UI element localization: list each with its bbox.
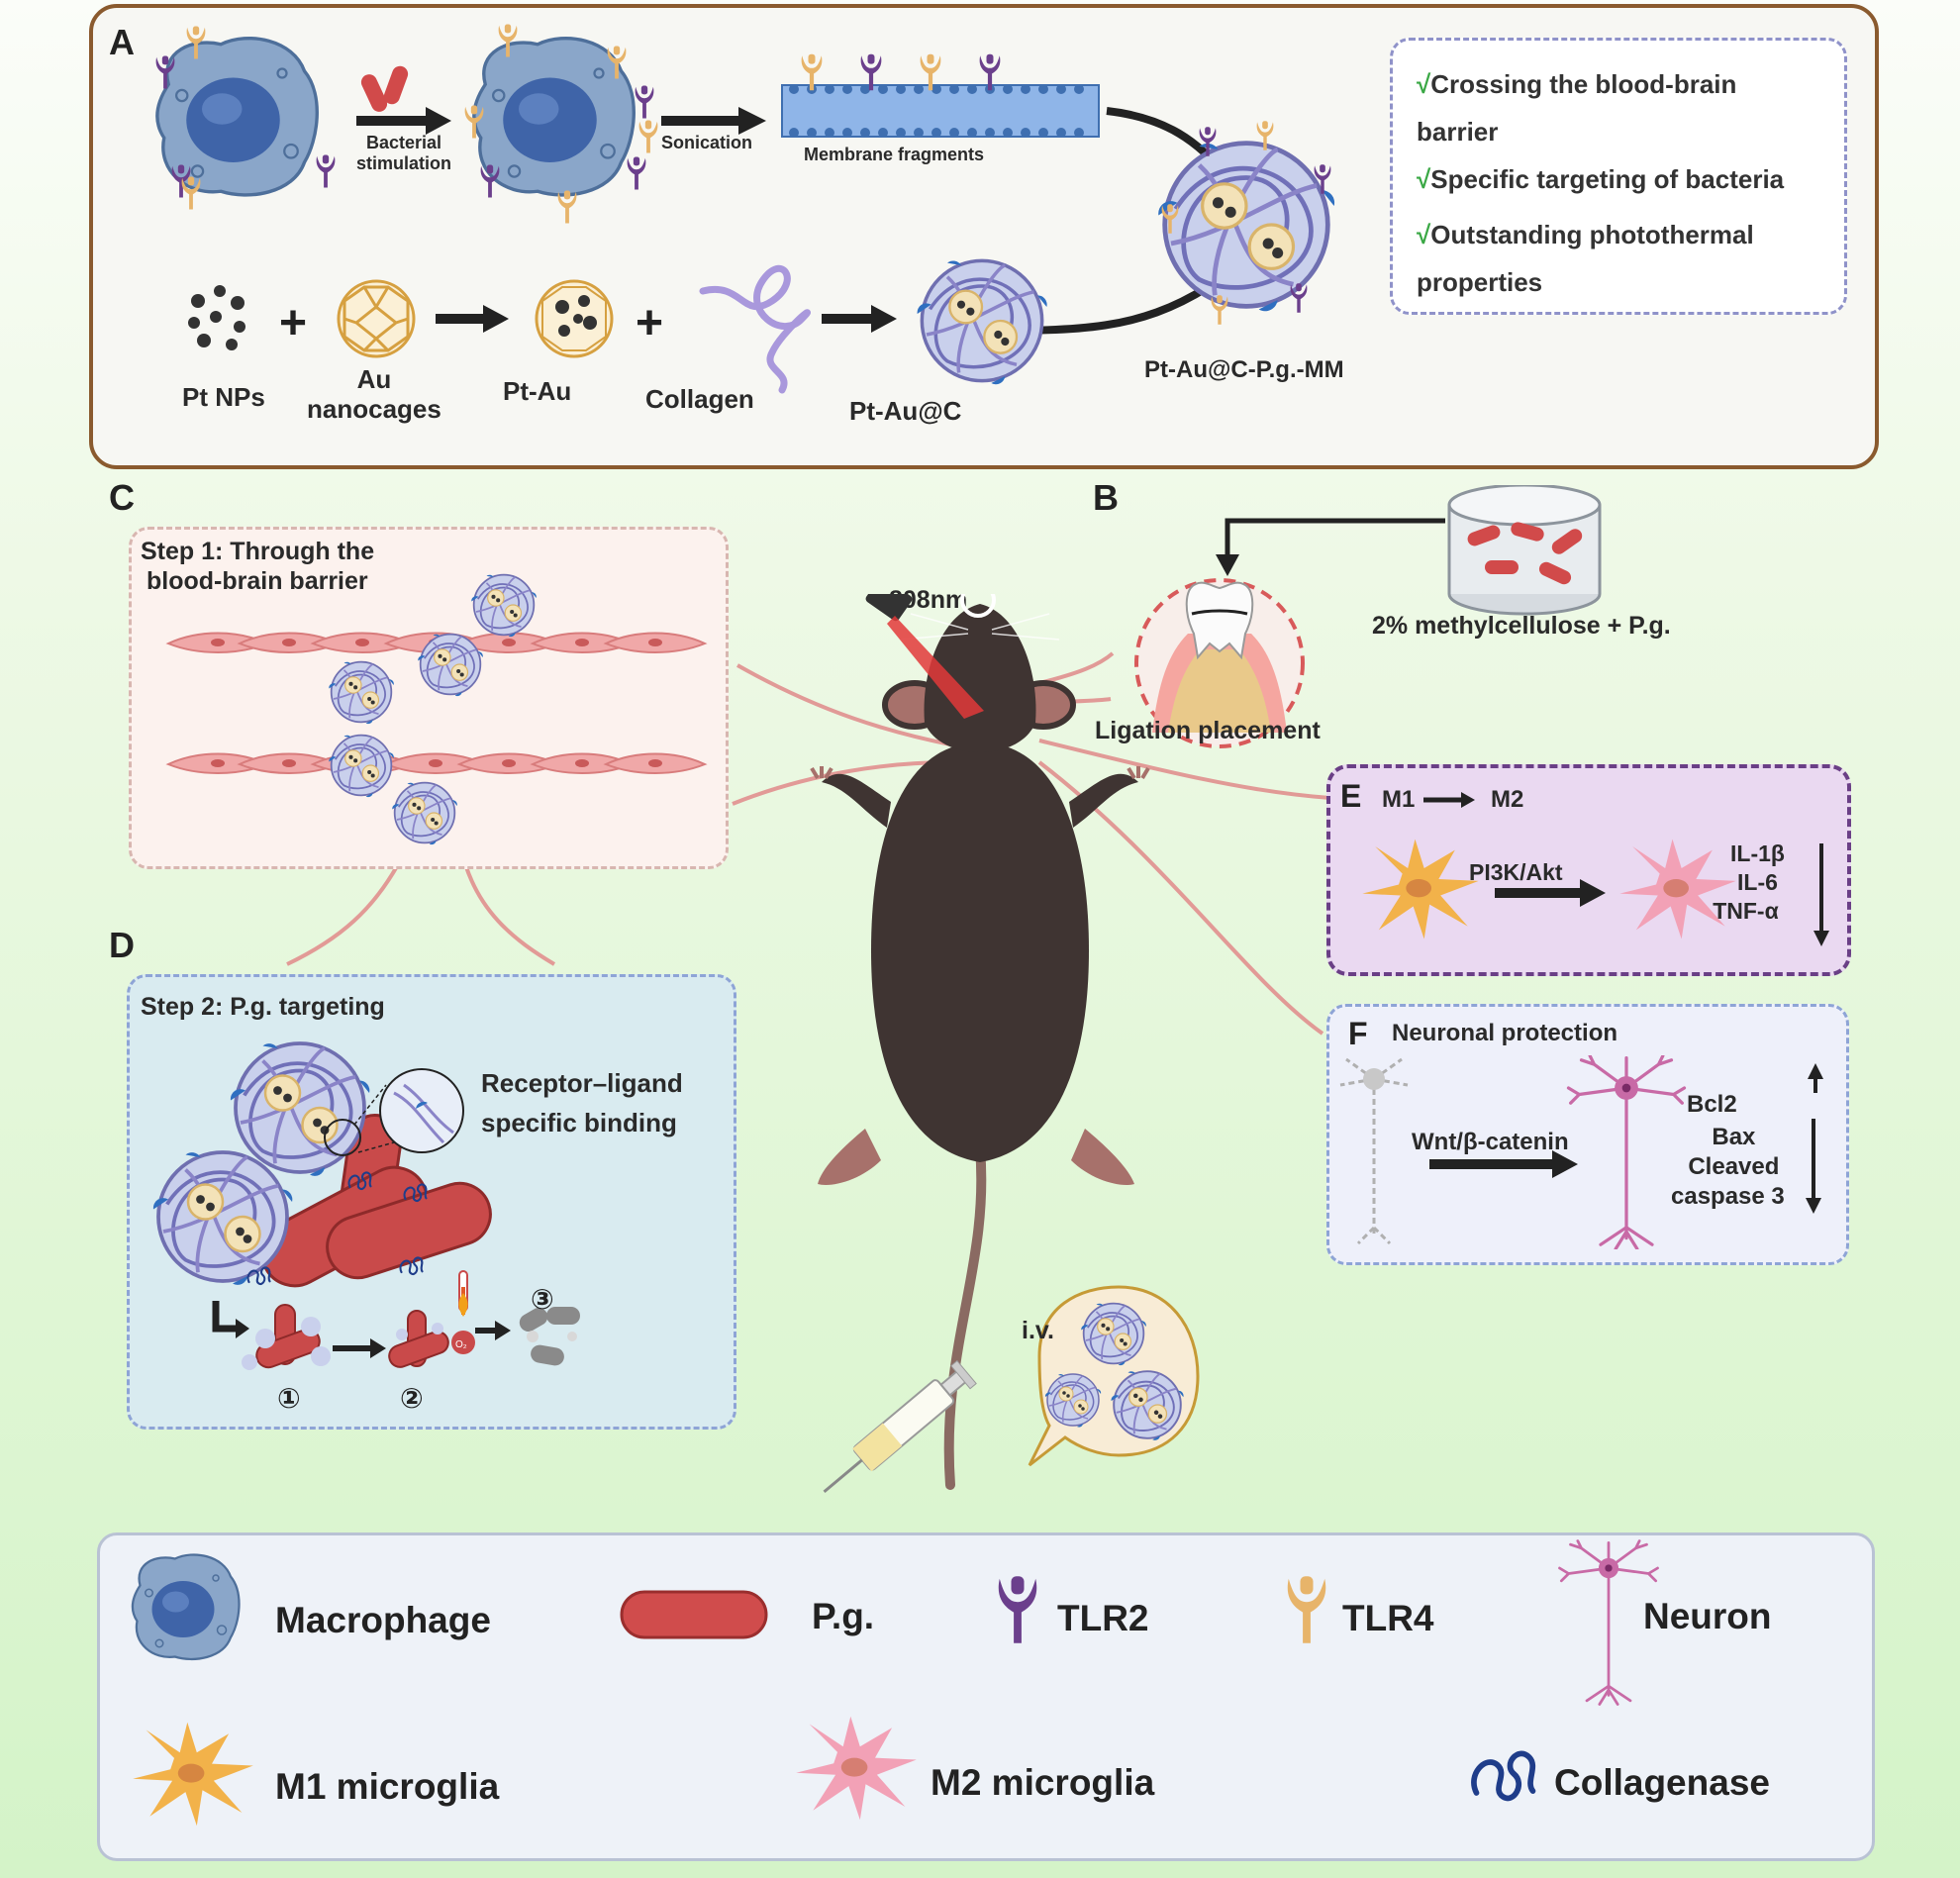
step2-label: Step 2: P.g. targeting [141, 993, 385, 1021]
pt-au-label: Pt-Au [503, 376, 572, 406]
panel-f-box [1326, 1004, 1849, 1265]
legend-m1: M1 microglia [275, 1766, 500, 1807]
legend-m2-icon [796, 1716, 917, 1821]
panel-letter-c: C [109, 477, 135, 518]
plus-2: + [636, 297, 663, 349]
stage-3-label: ③ [531, 1284, 554, 1315]
legend-collagenase: Collagenase [1554, 1762, 1770, 1803]
pi3k-akt-label: PI3K/Akt [1469, 859, 1563, 885]
legend-pg: P.g. [812, 1596, 875, 1636]
property-2: √Specific targeting of bacteria [1417, 164, 1785, 194]
blood-brain-barrier-illustration [165, 573, 708, 846]
mouse-illustration [810, 594, 1200, 1494]
legend-m1-icon [133, 1722, 253, 1827]
product-label: Pt-Au@C-P.g.-MM [1144, 356, 1344, 383]
o2-label: O₂ [455, 1339, 467, 1350]
methylcellulose-label: 2% methylcellulose + P.g. [1372, 612, 1671, 640]
legend-tlr2-icon [998, 1576, 1037, 1643]
wnt-label: Wnt/β-catenin [1412, 1129, 1569, 1155]
legend [97, 1532, 1875, 1861]
membrane-fragments-icon [781, 53, 1100, 138]
legend-pg-icon [620, 1590, 768, 1639]
il6-label: IL-6 [1737, 869, 1778, 895]
sonication-label: Sonication [661, 133, 753, 152]
apoptosis-markers: Bax Cleaved caspase 3 [1671, 1124, 1785, 1210]
membrane-fragments-label: Membrane fragments [804, 145, 985, 164]
petri-dish-icon [1447, 485, 1602, 616]
iv-label: i.v. [1022, 1317, 1054, 1344]
tnf-label: TNF-α [1713, 898, 1779, 924]
au-nanocage-icon [337, 279, 416, 358]
pt-au-c-label: Pt-Au@C [849, 396, 962, 426]
legend-neuron: Neuron [1643, 1596, 1772, 1636]
m1-microglia-icon [1362, 839, 1479, 939]
legend-tlr4: TLR4 [1342, 1598, 1434, 1638]
neuronal-protection-label: Neuronal protection [1392, 1020, 1618, 1046]
il1b-label: IL-1β [1730, 840, 1785, 866]
bcl2-label: Bcl2 [1687, 1091, 1737, 1118]
panel-letter-b: B [1093, 477, 1119, 518]
legend-collagenase-icon [1474, 1753, 1533, 1798]
m1-label: M1 [1382, 786, 1416, 813]
legend-tlr2: TLR2 [1057, 1598, 1149, 1638]
stage-2-label: ② [400, 1383, 424, 1414]
legend-tlr4-icon [1287, 1576, 1326, 1643]
laser-icon [865, 594, 984, 719]
panel-letter-a: A [109, 22, 135, 62]
cytokines-list: IL-1β IL-6 TNF-α [1713, 840, 1785, 926]
plus-1: + [279, 297, 307, 349]
pt-nps-icon [188, 285, 245, 350]
syringe-icon [823, 1359, 977, 1494]
stage-1-label: ① [277, 1383, 301, 1414]
collagen-icon [699, 264, 811, 394]
legend-m2: M2 microglia [931, 1762, 1155, 1803]
pt-nps-label: Pt NPs [182, 382, 265, 412]
panel-letter-e: E [1340, 778, 1362, 814]
panel-e-illustration [1362, 839, 1829, 946]
ligation-label: Ligation placement [1095, 717, 1321, 744]
legend-icons [131, 1539, 1659, 1827]
m1-m2-arrow-icon [1423, 792, 1475, 808]
protected-neuron-icon [1566, 1055, 1687, 1249]
panel-b-illustration [1134, 485, 1602, 748]
legend-macrophage: Macrophage [275, 1600, 491, 1640]
pt-au-icon [535, 279, 614, 358]
panel-letter-d: D [109, 925, 135, 965]
m2-label: M2 [1491, 786, 1524, 813]
pg-targeting-illustration: O₂ ① ② ③ [151, 1041, 580, 1414]
panel-a-illustration: + + [155, 24, 1881, 394]
panel-f-illustration [1339, 1055, 1823, 1249]
legend-macrophage-icon [131, 1553, 241, 1661]
collagen-label: Collagen [645, 384, 754, 414]
panel-letter-f: F [1348, 1016, 1368, 1051]
